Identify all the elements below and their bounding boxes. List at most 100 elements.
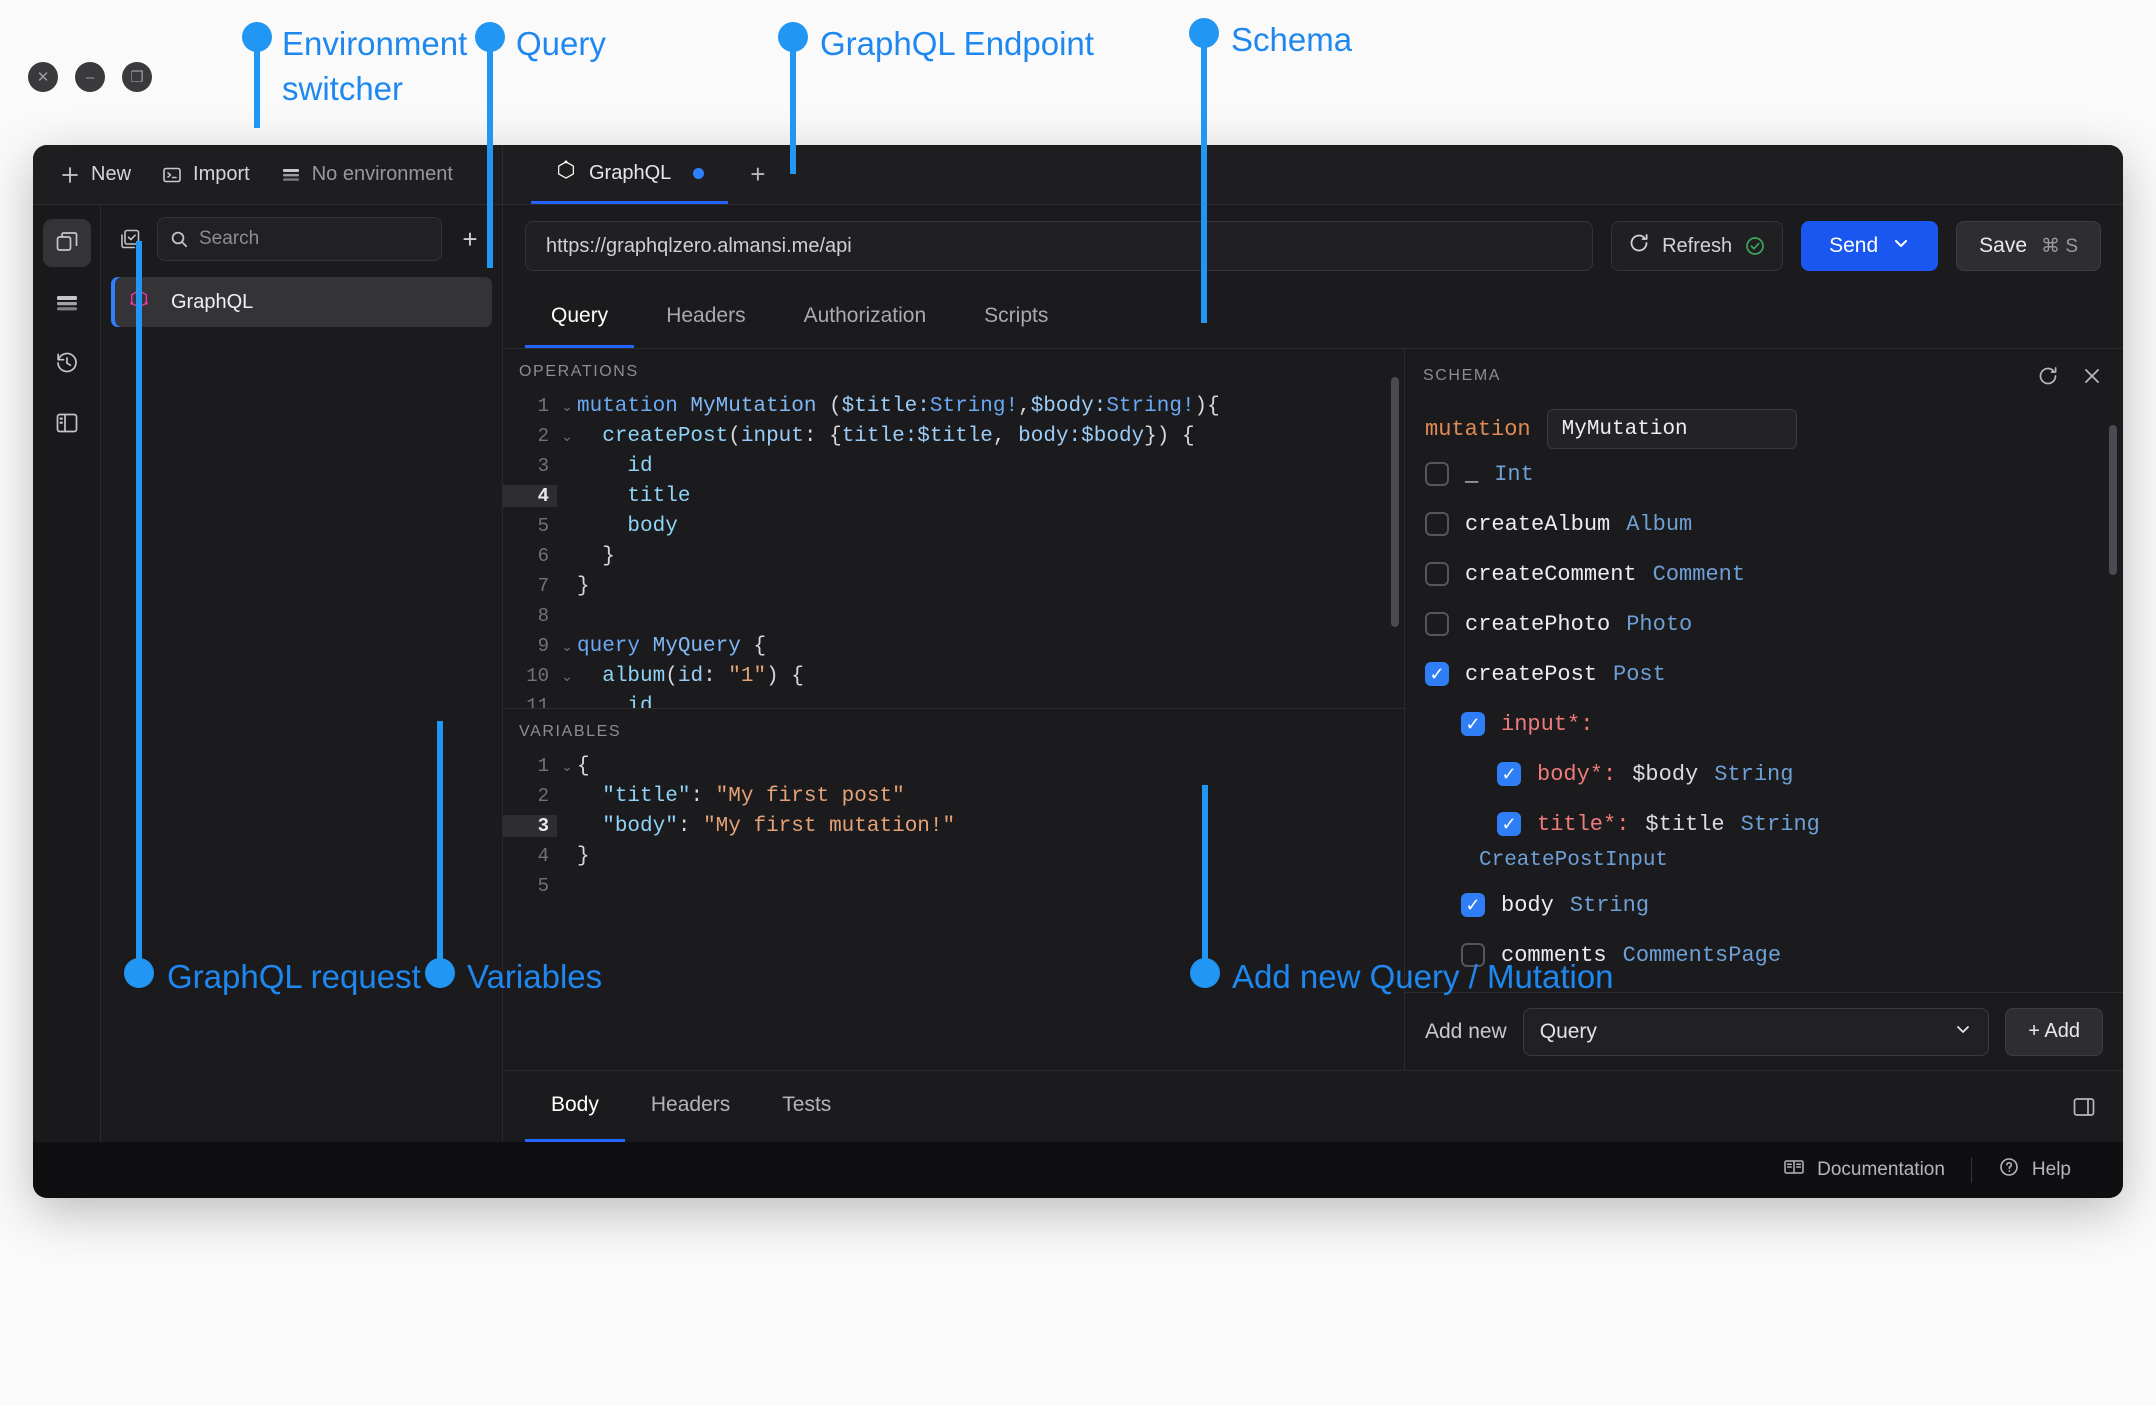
fold-toggle-icon[interactable]: ⌄ [561,397,573,414]
rail-collections-icon[interactable] [42,219,91,267]
schema-field-row[interactable]: _Int [1425,449,2103,499]
save-shortcut: ⌘ S [2041,235,2078,257]
checkbox-icon[interactable] [1425,462,1449,486]
chevron-down-icon[interactable] [1892,234,1910,258]
layers-icon [280,164,302,186]
code-line: 4 title [503,481,1404,511]
toggle-response-layout-button[interactable] [2071,1071,2123,1142]
fold-toggle-icon[interactable]: ⌄ [561,427,573,444]
schema-field-row[interactable]: input*: [1425,699,2103,749]
variables-code-editor[interactable]: 1⌄{2 "title": "My first post"3 "body": "… [503,751,1404,901]
add-new-row: Add new Query + Add [1405,992,2123,1070]
schema-field-name: createPost [1465,661,1598,687]
send-button[interactable]: Send [1801,221,1939,271]
workspace: Search + GraphQL ht [33,205,2123,1142]
line-number: 10 [526,665,549,687]
annotation-line-environment-switcher [254,37,260,128]
search-input[interactable]: Search [157,217,442,261]
code-line: 9⌄query MyQuery { [503,631,1404,661]
refresh-schema-button[interactable]: Refresh [1611,221,1784,271]
import-button[interactable]: Import [161,163,250,186]
checkbox-icon[interactable] [1461,943,1485,967]
connection-ok-icon [1744,235,1766,257]
annotation-dot-graphql-endpoint [778,22,808,52]
new-button[interactable]: New [59,163,131,186]
rail-layout-icon[interactable] [43,399,91,447]
schema-field-row[interactable]: idID [1425,980,2103,992]
help-link[interactable]: Help [1972,1156,2097,1184]
refresh-schema-icon[interactable] [2037,365,2059,387]
schema-field-name: body*: [1537,761,1617,787]
minimize-window-icon[interactable]: – [75,62,105,92]
add-collection-button[interactable]: + [462,223,478,254]
line-number: 7 [537,575,549,597]
save-button[interactable]: Save ⌘ S [1956,221,2101,271]
new-tab-button[interactable]: + [750,159,766,189]
rail-environments-icon[interactable] [43,279,91,327]
line-number: 4 [503,485,557,507]
graphql-icon [127,287,151,317]
checkbox-icon[interactable] [1461,712,1485,736]
line-number: 3 [537,455,549,477]
response-tab-body[interactable]: Body [525,1071,625,1142]
tab-query[interactable]: Query [525,287,635,348]
environment-switcher[interactable]: No environment [280,163,453,186]
checkbox-icon[interactable] [1425,562,1449,586]
checkbox-icon[interactable] [1425,512,1449,536]
window-controls[interactable]: ✕ – ❐ [28,62,152,92]
editor-area: OPERATIONS 1⌄mutation MyMutation ($title… [503,349,2123,1070]
line-number: 5 [537,515,549,537]
close-icon[interactable] [2081,365,2103,387]
fold-toggle-icon[interactable]: ⌄ [561,757,573,774]
collection-item-graphql[interactable]: GraphQL [111,277,492,327]
rail-history-icon[interactable] [43,339,91,387]
environment-label: No environment [311,163,453,185]
fold-toggle-icon[interactable]: ⌄ [561,637,573,654]
schema-field-value: $body [1632,761,1699,787]
tab-scripts[interactable]: Scripts [984,304,1049,327]
schema-operation-name-input[interactable]: MyMutation [1546,409,1797,449]
url-input[interactable]: https://graphqlzero.almansi.me/api [525,221,1594,271]
tab-authorization[interactable]: Authorization [803,304,927,327]
documentation-link[interactable]: Documentation [1757,1157,1971,1183]
add-button[interactable]: + Add [2005,1007,2103,1056]
schema-label: SCHEMA [1423,367,1502,384]
code-text: query MyQuery { [577,634,767,658]
schema-scrollbar[interactable] [2109,425,2117,575]
import-label: Import [193,163,250,185]
request-panel: https://graphqlzero.almansi.me/api Refre… [503,205,2123,1142]
select-all-icon[interactable] [117,226,143,252]
checkbox-icon[interactable] [1461,893,1485,917]
line-number: 4 [537,845,549,867]
fold-toggle-icon[interactable]: ⌄ [561,667,573,684]
operations-label: OPERATIONS [503,349,1404,391]
response-tab-headers[interactable]: Headers [650,1093,731,1116]
response-tab-tests[interactable]: Tests [782,1093,832,1116]
close-window-icon[interactable]: ✕ [28,62,58,92]
add-new-label: Add new [1425,1019,1507,1043]
add-new-selected-value: Query [1539,1019,1597,1043]
checkbox-icon[interactable] [1497,812,1521,836]
operations-code-editor[interactable]: 1⌄mutation MyMutation ($title:String!,$b… [503,391,1404,708]
checkbox-icon[interactable] [1497,762,1521,786]
checkbox-icon[interactable] [1425,662,1449,686]
operations-scrollbar[interactable] [1391,377,1399,627]
schema-field-type: Album [1626,511,1693,537]
line-number: 1 [537,395,549,417]
restore-window-icon[interactable]: ❐ [122,62,152,92]
add-new-select[interactable]: Query [1522,1007,1990,1056]
checkbox-icon[interactable] [1425,612,1449,636]
request-tab-graphql[interactable]: GraphQL [531,145,729,204]
code-text: } [577,844,590,868]
line-number: 2 [537,425,549,447]
tab-headers[interactable]: Headers [666,304,746,327]
